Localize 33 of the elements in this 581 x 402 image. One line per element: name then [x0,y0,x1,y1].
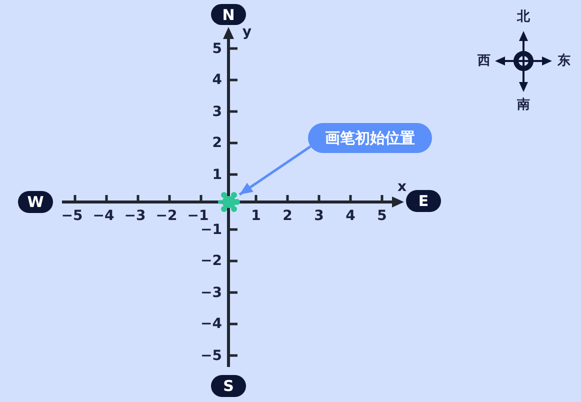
tick-label: −4 [200,317,222,331]
tick-label: 3 [212,104,222,118]
direction-badge: N [211,4,246,25]
tick-label: 5 [212,42,222,56]
tick-label: −2 [156,209,178,223]
tick-label: −4 [92,209,114,223]
direction-label: 南 [517,98,530,112]
direction-label: 北 [517,10,530,24]
tick-label: −2 [200,254,222,268]
direction-label: 西 [478,54,490,68]
direction-badge: S [211,375,246,397]
tick-label: −1 [200,222,222,236]
turtle-icon [218,192,240,212]
tick-label: 2 [282,209,292,223]
tick-label: −5 [61,209,83,223]
leader-arrow [238,145,312,196]
axis-label: x [397,180,407,194]
tick-label: 4 [212,73,222,87]
tick-label: 4 [346,209,356,223]
tick-label: 1 [212,168,222,182]
tick-label: −3 [124,209,146,223]
tick-label: 1 [251,209,261,223]
direction-badge: E [406,190,441,212]
tick-label: −1 [187,209,209,223]
tick-label: −3 [200,286,222,300]
callout-bubble: 画笔初始位置 [308,123,432,153]
tick-label: 2 [212,136,222,150]
direction-badge: W [18,191,53,213]
direction-label: 东 [558,54,570,68]
axis-label: y [242,25,252,39]
tick-label: 3 [314,209,324,223]
tick-label: −5 [200,348,222,362]
tick-label: 5 [377,209,387,223]
